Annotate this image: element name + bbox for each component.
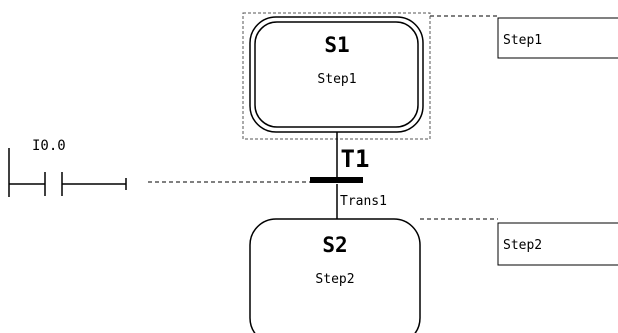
step1-comment-frame xyxy=(497,17,618,59)
step2-comment-box[interactable]: Step2 xyxy=(497,222,618,266)
step-s2-id: S2 xyxy=(322,233,347,257)
step2-comment-text: Step2 xyxy=(503,238,542,253)
contact-address: I0.0 xyxy=(32,138,66,154)
step1-comment-box[interactable]: Step1 xyxy=(497,17,618,59)
step-s2-name: Step2 xyxy=(315,272,354,287)
step2-comment-frame xyxy=(497,222,618,266)
step-s1[interactable]: S1 Step1 xyxy=(242,12,431,140)
step-s1-name: Step1 xyxy=(317,72,356,87)
step1-comment-text: Step1 xyxy=(503,33,542,48)
transition-bar xyxy=(310,177,363,183)
contact-i0-0[interactable]: I0.0 xyxy=(8,138,127,197)
transition-t1[interactable]: T1 Trans1 xyxy=(310,145,387,209)
transition-id: T1 xyxy=(341,145,370,173)
step-s2[interactable]: S2 Step2 xyxy=(249,218,421,333)
transition-name: Trans1 xyxy=(340,194,387,209)
step-s1-id: S1 xyxy=(324,33,349,57)
step-s2-border xyxy=(249,218,421,333)
step-s1-inner-border xyxy=(254,21,419,128)
